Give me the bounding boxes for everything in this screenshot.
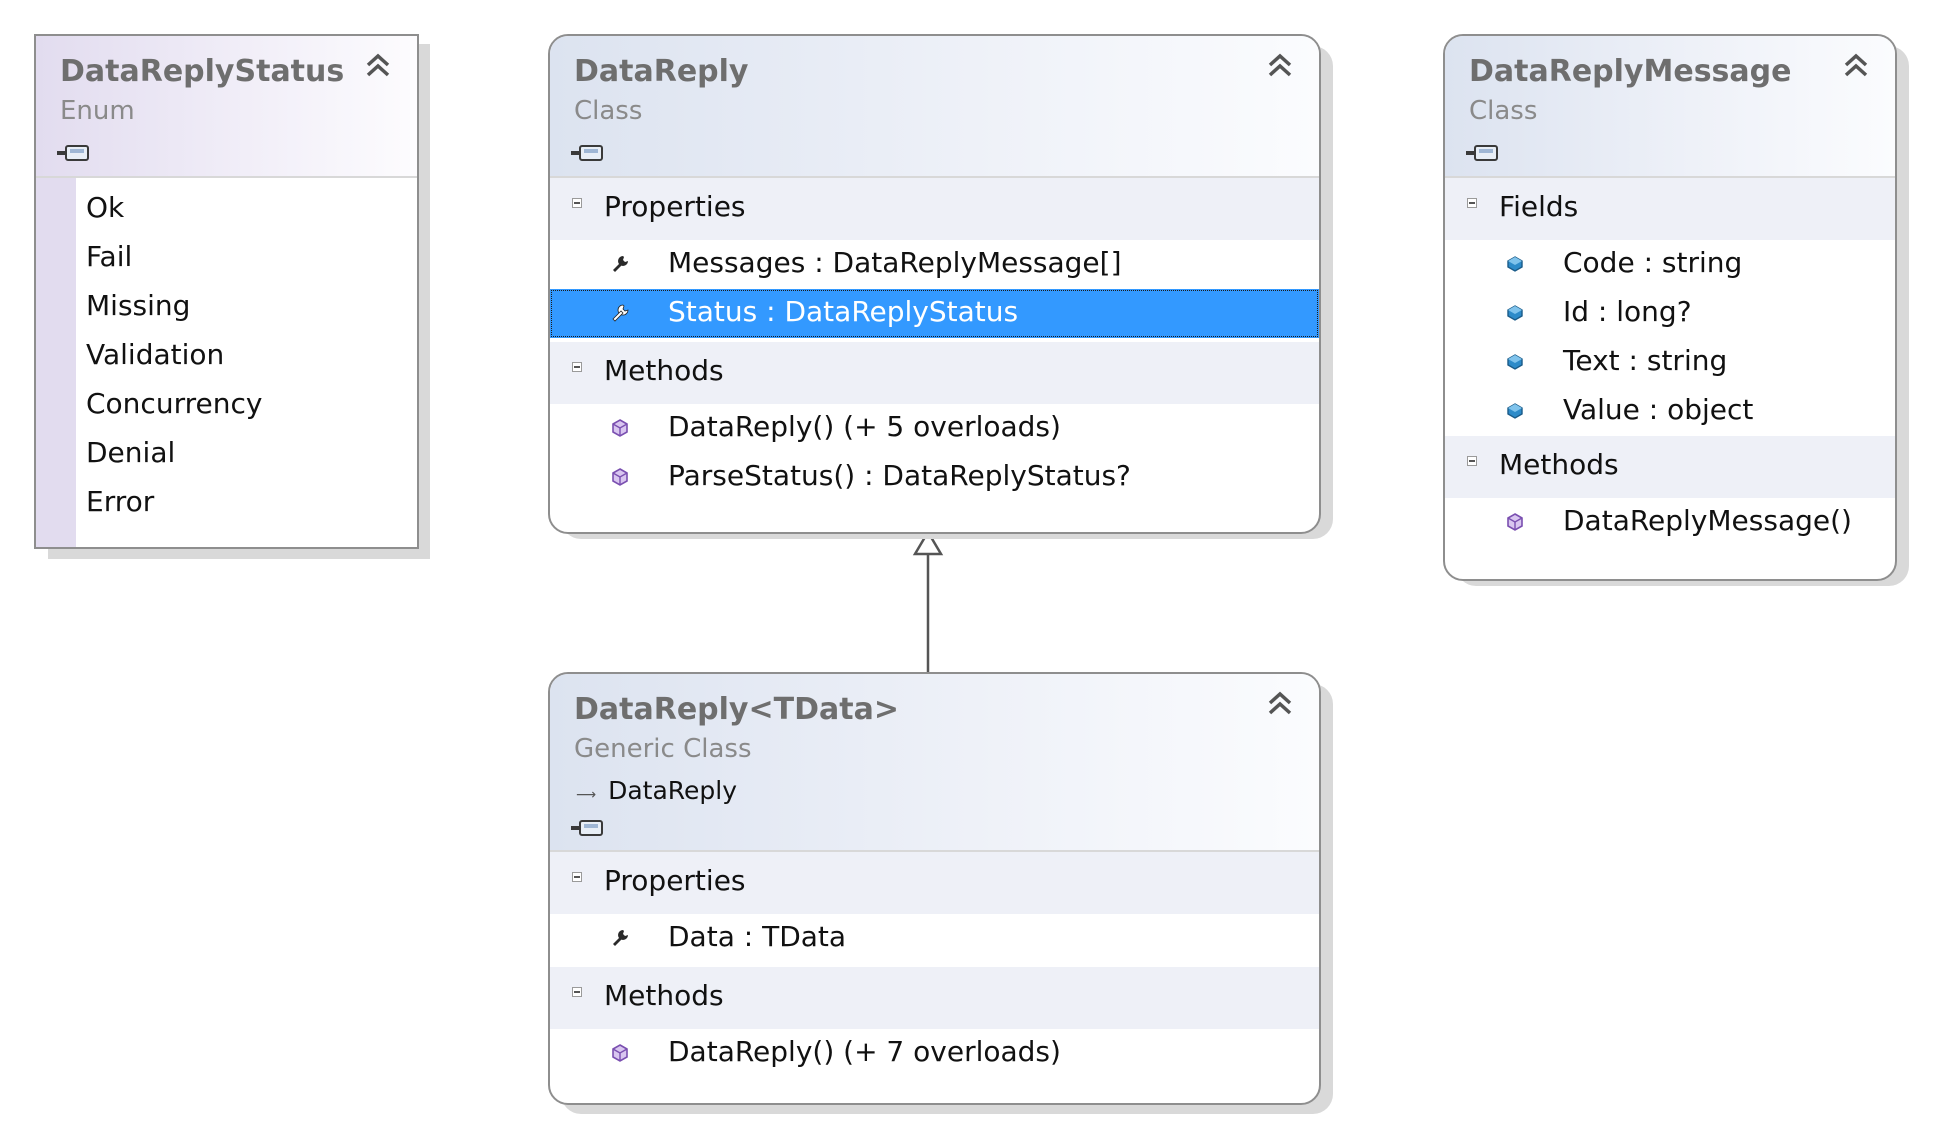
field-icon xyxy=(1505,254,1525,274)
class-header[interactable]: DataReply Class xyxy=(550,36,1319,178)
enum-shape-datareplystatus[interactable]: DataReplyStatus Enum Ok Fail Missing Val… xyxy=(34,34,419,549)
enum-value-item[interactable]: Validation xyxy=(36,333,417,382)
member-label: Messages : DataReplyMessage[] xyxy=(668,246,1122,279)
base-class-name: DataReply xyxy=(608,776,738,805)
collapse-section-icon[interactable] xyxy=(1467,198,1477,208)
member-label: ParseStatus() : DataReplyStatus? xyxy=(668,459,1131,492)
collapse-section-icon[interactable] xyxy=(572,362,582,372)
enum-value-label: Error xyxy=(86,485,155,518)
member-row[interactable]: Data : TData xyxy=(550,914,1319,963)
property-wrench-icon xyxy=(610,303,630,323)
class-kind-label: Class xyxy=(574,96,643,126)
class-title: DataReply<TData> xyxy=(574,692,899,727)
member-row[interactable]: Code : string xyxy=(1445,240,1895,289)
enum-header[interactable]: DataReplyStatus Enum xyxy=(36,36,417,178)
enum-value-label: Concurrency xyxy=(86,387,263,420)
plug-icon xyxy=(570,144,604,162)
field-icon xyxy=(1505,352,1525,372)
class-shape-datareply[interactable]: DataReply Class Properties Messages : Da… xyxy=(548,34,1321,534)
plug-icon xyxy=(56,144,90,162)
property-wrench-icon xyxy=(610,928,630,948)
section-properties[interactable]: Properties xyxy=(550,178,1319,240)
collapse-section-icon[interactable] xyxy=(1467,456,1477,466)
class-header[interactable]: DataReply<TData> Generic Class ⟶ DataRepl… xyxy=(550,674,1319,852)
member-row[interactable]: Messages : DataReplyMessage[] xyxy=(550,240,1319,289)
member-label: Data : TData xyxy=(668,920,847,953)
member-label: Text : string xyxy=(1563,344,1728,377)
member-row[interactable]: ParseStatus() : DataReplyStatus? xyxy=(550,453,1319,502)
method-cube-icon xyxy=(610,418,630,438)
section-methods[interactable]: Methods xyxy=(550,967,1319,1029)
collapse-section-icon[interactable] xyxy=(572,987,582,997)
enum-value-label: Fail xyxy=(86,240,133,273)
section-label: Properties xyxy=(604,864,746,897)
method-cube-icon xyxy=(610,467,630,487)
member-label: Status : DataReplyStatus xyxy=(668,295,1019,328)
inherits-arrow-icon: ⟶ xyxy=(576,787,597,803)
member-label: Id : long? xyxy=(1563,295,1692,328)
class-shape-datareply-generic[interactable]: DataReply<TData> Generic Class ⟶ DataRepl… xyxy=(548,672,1321,1105)
enum-value-label: Missing xyxy=(86,289,191,322)
class-kind-label: Class xyxy=(1469,96,1538,126)
enum-value-item[interactable]: Error xyxy=(36,480,417,529)
section-properties[interactable]: Properties xyxy=(550,852,1319,914)
enum-value-label: Validation xyxy=(86,338,225,371)
enum-value-item[interactable]: Fail xyxy=(36,235,417,284)
member-label: DataReplyMessage() xyxy=(1563,504,1852,537)
property-wrench-icon xyxy=(610,254,630,274)
member-row-selected[interactable]: Status : DataReplyStatus xyxy=(550,289,1319,338)
member-row[interactable]: Text : string xyxy=(1445,338,1895,387)
collapse-section-icon[interactable] xyxy=(572,872,582,882)
section-label: Properties xyxy=(604,190,746,223)
collapse-section-icon[interactable] xyxy=(572,198,582,208)
member-row[interactable]: DataReply() (+ 5 overloads) xyxy=(550,404,1319,453)
member-row[interactable]: DataReplyMessage() xyxy=(1445,498,1895,547)
class-title: DataReply xyxy=(574,54,749,89)
enum-value-label: Denial xyxy=(86,436,176,469)
base-class-line: ⟶ DataReply xyxy=(576,776,737,805)
section-label: Methods xyxy=(1499,448,1619,481)
enum-side-strip xyxy=(36,178,76,547)
field-icon xyxy=(1505,401,1525,421)
section-fields[interactable]: Fields xyxy=(1445,178,1895,240)
member-label: Value : object xyxy=(1563,393,1754,426)
double-chevron-up-icon[interactable] xyxy=(1265,50,1295,80)
member-row[interactable]: Value : object xyxy=(1445,387,1895,436)
enum-value-item[interactable]: Missing xyxy=(36,284,417,333)
section-label: Methods xyxy=(604,979,724,1012)
section-label: Methods xyxy=(604,354,724,387)
enum-title: DataReplyStatus xyxy=(60,54,345,89)
member-label: Code : string xyxy=(1563,246,1743,279)
member-label: DataReply() (+ 5 overloads) xyxy=(668,410,1061,443)
enum-values-list: Ok Fail Missing Validation Concurrency D… xyxy=(36,178,417,547)
section-methods[interactable]: Methods xyxy=(1445,436,1895,498)
class-shape-datareplymessage[interactable]: DataReplyMessage Class Fields Code : str… xyxy=(1443,34,1897,581)
enum-value-item[interactable]: Concurrency xyxy=(36,382,417,431)
class-kind-label: Generic Class xyxy=(574,734,752,764)
double-chevron-up-icon[interactable] xyxy=(1841,50,1871,80)
enum-value-label: Ok xyxy=(86,191,125,224)
enum-value-item[interactable]: Denial xyxy=(36,431,417,480)
method-cube-icon xyxy=(610,1043,630,1063)
enum-kind-label: Enum xyxy=(60,96,135,126)
class-header[interactable]: DataReplyMessage Class xyxy=(1445,36,1895,178)
plug-icon xyxy=(1465,144,1499,162)
member-row[interactable]: DataReply() (+ 7 overloads) xyxy=(550,1029,1319,1078)
member-label: DataReply() (+ 7 overloads) xyxy=(668,1035,1061,1068)
member-row[interactable]: Id : long? xyxy=(1445,289,1895,338)
plug-icon xyxy=(570,819,604,837)
method-cube-icon xyxy=(1505,512,1525,532)
double-chevron-up-icon[interactable] xyxy=(363,50,393,80)
section-methods[interactable]: Methods xyxy=(550,342,1319,404)
double-chevron-up-icon[interactable] xyxy=(1265,688,1295,718)
enum-value-item[interactable]: Ok xyxy=(36,186,417,235)
field-icon xyxy=(1505,303,1525,323)
class-title: DataReplyMessage xyxy=(1469,54,1792,89)
section-label: Fields xyxy=(1499,190,1579,223)
